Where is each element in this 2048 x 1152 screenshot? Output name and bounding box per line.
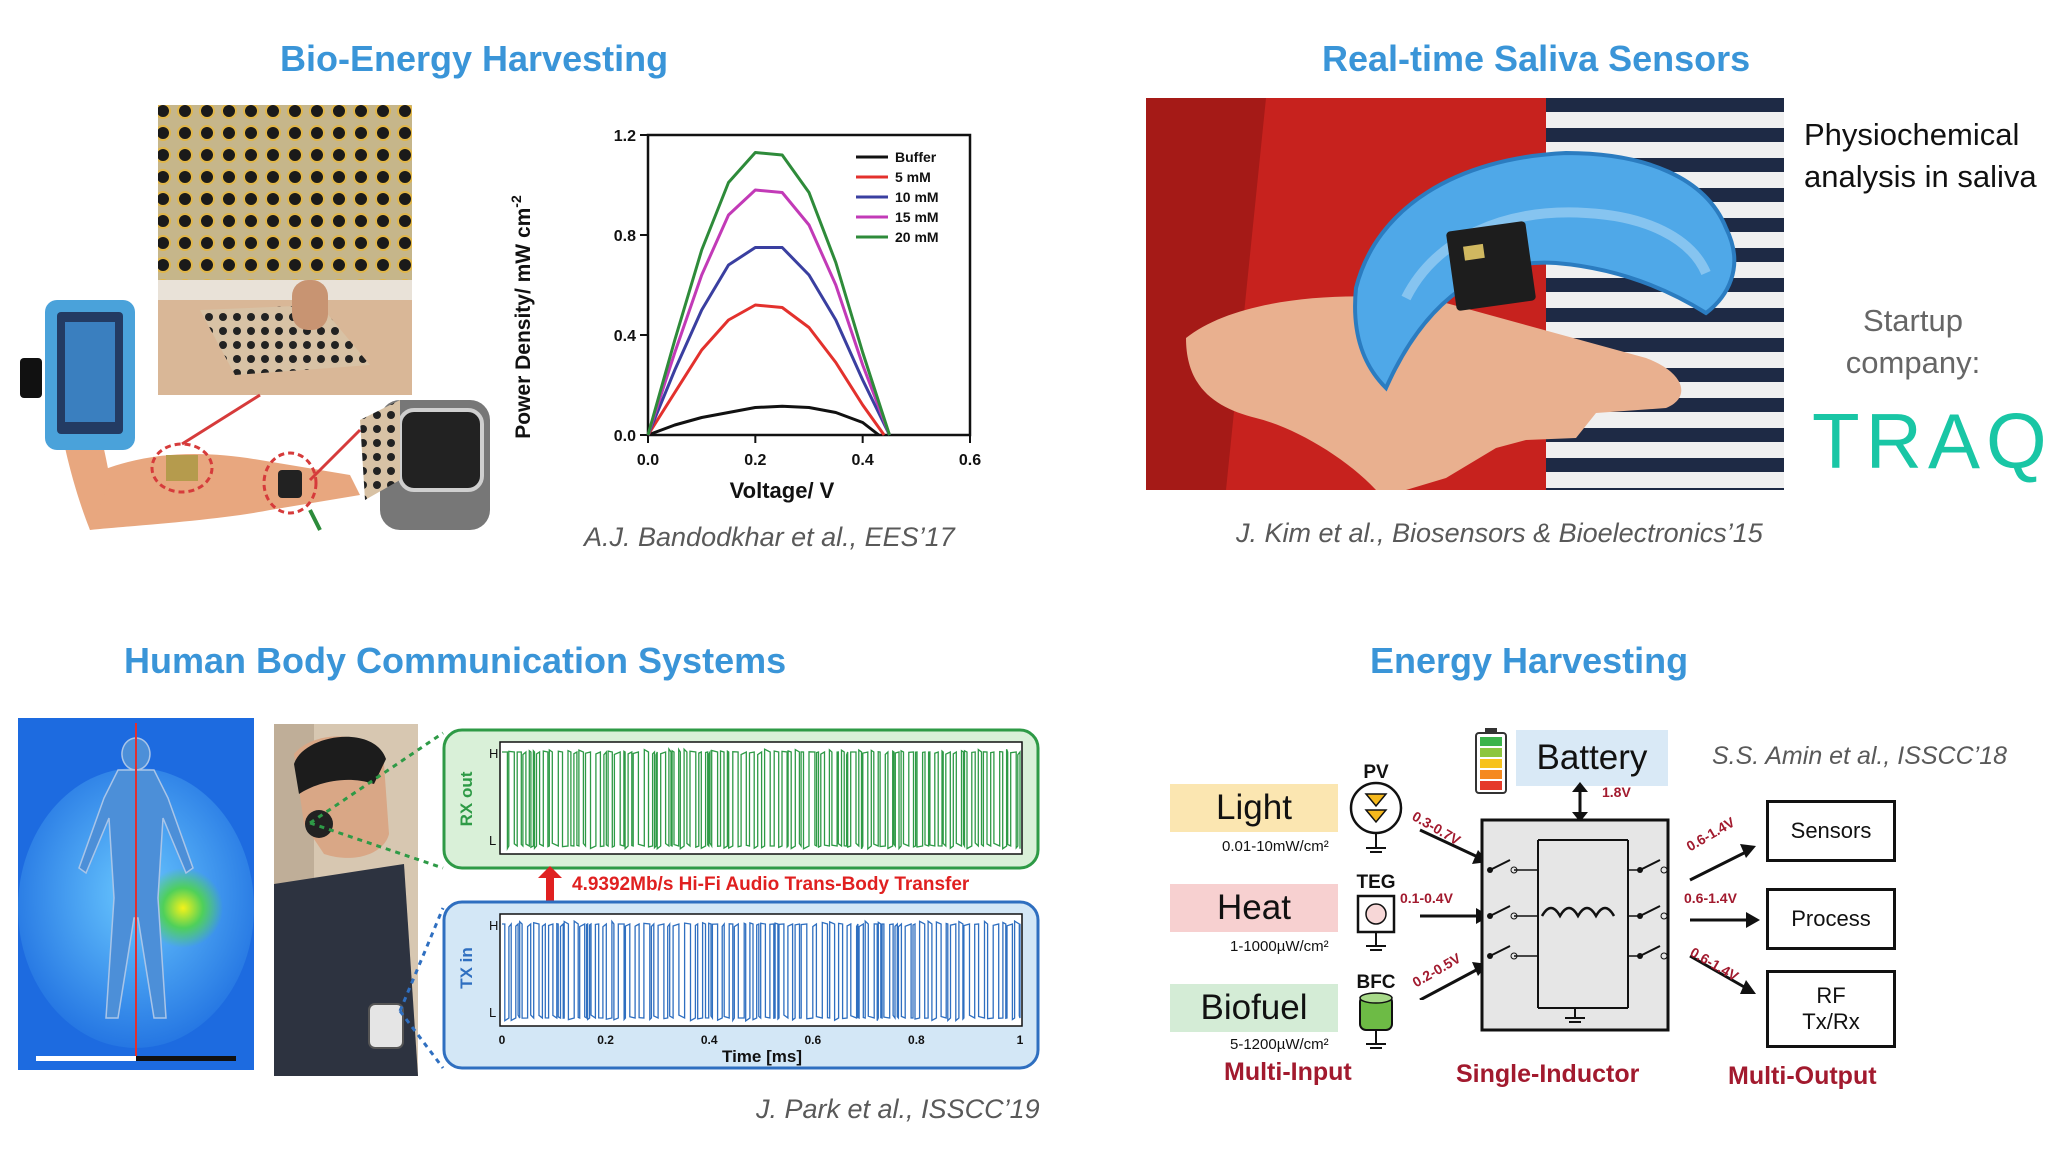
source-biofuel: Biofuel — [1170, 984, 1338, 1032]
traq-logo: TRAQ — [1812, 397, 2048, 485]
output-rf-line2: Tx/Rx — [1802, 1009, 1860, 1034]
chart-series-line — [646, 303, 886, 436]
bfc-tag: BFC — [1356, 972, 1395, 993]
time-axis-label: Time [ms] — [722, 1047, 802, 1066]
output-sensors: Sensors — [1766, 800, 1896, 862]
heading-saliva: Real-time Saliva Sensors — [1322, 38, 1751, 79]
output-rf-line1: RF — [1816, 983, 1846, 1008]
arm-illustration — [80, 454, 360, 530]
chart-series-line — [646, 151, 891, 436]
chart-y-label-sup: -2 — [508, 195, 524, 208]
multi-input-label: Multi-Input — [1224, 1058, 1352, 1086]
transfer-arrow — [538, 866, 562, 904]
heading-hbc: Human Body Communication Systems — [124, 640, 787, 681]
chart-legend-label: 5 mM — [895, 169, 931, 185]
source-light-range: 0.01-10mW/cm² — [1222, 838, 1329, 855]
time-tick-label: 0.2 — [597, 1033, 614, 1047]
source-heat: Heat — [1170, 884, 1338, 932]
battery-voltage: 1.8V — [1602, 784, 1631, 800]
transducer-icons: PV TEG BFC — [1349, 762, 1403, 1049]
power-density-chart: 0.0 0.4 0.8 1.2 0.0 0.2 0.4 0.6 Buffer 5 mM 10 m… — [508, 128, 981, 503]
startup-label-line1: Startup — [1863, 303, 1963, 338]
chart-x-tick-label: 0.2 — [744, 452, 766, 469]
chart-y-tick-label: 0.8 — [614, 228, 636, 245]
rx-h-label: H — [489, 746, 498, 761]
chart-x-tick-label: 0.0 — [637, 452, 659, 469]
chart-y-tick-label: 1.2 — [614, 128, 636, 145]
multi-output-label: Multi-Output — [1728, 1062, 1877, 1090]
pv-icon — [1349, 781, 1403, 835]
heading-bio-energy: Bio-Energy Harvesting — [280, 38, 669, 79]
startup-label-line2: company: — [1845, 345, 1981, 380]
citation-saliva: J. Kim et al., Biosensors & Bioelectroni… — [1236, 518, 1763, 548]
battery-box: Battery — [1516, 730, 1668, 786]
battery-icon — [1475, 728, 1507, 794]
chart-legend-label: 10 mM — [895, 189, 939, 205]
body-field-simulation — [18, 718, 254, 1070]
output-process: Process — [1766, 888, 1896, 950]
chart-plot-area — [646, 133, 972, 437]
teg-tag: TEG — [1356, 872, 1395, 893]
heat-voltage: 0.1-0.4V — [1400, 890, 1453, 906]
electrode-closeup — [158, 105, 412, 280]
output-arrows — [1689, 844, 1760, 994]
rx-waveform — [502, 746, 1021, 851]
source-light: Light — [1170, 784, 1338, 832]
saliva-sensor-photo — [1146, 98, 1784, 490]
handheld-device — [368, 1003, 404, 1049]
mouthguard-sensor — [1353, 150, 1737, 392]
startup-label: Startup company: — [1828, 300, 1998, 384]
sensor-chip — [1446, 221, 1536, 311]
rx-l-label: L — [489, 833, 496, 848]
tx-waveform — [502, 919, 1021, 1023]
chart-y-tick-label: 0.4 — [614, 328, 636, 345]
inductor-symbol — [1540, 906, 1616, 919]
single-inductor-label: Single-Inductor — [1456, 1060, 1640, 1088]
tx-h-label: H — [489, 918, 498, 933]
chart-x-tick-label: 0.6 — [959, 452, 981, 469]
pv-tag: PV — [1363, 762, 1389, 783]
chart-series-line — [646, 246, 891, 436]
saliva-description-line1: Physiochemical — [1804, 117, 2020, 152]
rx-out-panel: RX out H L — [442, 728, 1040, 870]
saliva-description: Physiochemical analysis in saliva — [1804, 114, 2037, 198]
tx-in-panel: TX in H L 0 0.2 0.4 0.6 0.8 1 Time [ms] — [442, 900, 1040, 1070]
battery-bus-arrow — [1572, 782, 1588, 822]
saliva-description-line2: analysis in saliva — [1804, 159, 2037, 194]
bio-energy-photo — [20, 105, 490, 531]
citation-energy: S.S. Amin et al., ISSCC’18 — [1712, 742, 2008, 770]
source-biofuel-range: 5-1200µW/cm² — [1230, 1036, 1329, 1053]
source-heat-range: 1-1000µW/cm² — [1230, 938, 1329, 955]
tx-l-label: L — [489, 1005, 496, 1020]
hbc-connectors — [309, 731, 445, 1069]
simo-converter — [1480, 818, 1670, 1032]
time-tick-label: 0 — [499, 1033, 506, 1047]
chart-y-tick-label: 0.0 — [614, 428, 636, 445]
time-tick-label: 0.8 — [908, 1033, 925, 1047]
chart-series-line — [646, 188, 891, 436]
output-rf: RF Tx/Rx — [1766, 970, 1896, 1048]
arm-patch-marker — [150, 442, 214, 494]
wrist-watch-marker — [262, 451, 318, 515]
process-voltage: 0.6-1.4V — [1684, 890, 1737, 906]
earphone — [305, 810, 333, 838]
hand — [1186, 296, 1682, 490]
heading-energy: Energy Harvesting — [1370, 640, 1689, 681]
citation-bio-energy: A.J. Bandodkhar et al., EES’17 — [584, 522, 955, 552]
rx-out-label: RX out — [457, 771, 476, 826]
person-wearing-earphone — [274, 724, 418, 1076]
chart-legend-label: Buffer — [895, 149, 937, 165]
chart-legend-label: 20 mM — [895, 229, 939, 245]
chart-legend-label: 15 mM — [895, 209, 939, 225]
chart-x-label: Voltage/ V — [730, 478, 835, 503]
chart-y-label: Power Density/ mW cm-2 — [508, 195, 535, 439]
chart-series-line — [647, 404, 880, 437]
tx-in-label: TX in — [457, 947, 476, 989]
transfer-label: 4.9392Mb/s Hi-Fi Audio Trans-Body Transf… — [572, 874, 970, 895]
citation-hbc: J. Park et al., ISSCC’19 — [756, 1094, 1040, 1124]
time-tick-label: 0.6 — [804, 1033, 821, 1047]
time-tick-label: 0.4 — [701, 1033, 718, 1047]
chart-x-tick-label: 0.4 — [852, 452, 874, 469]
time-tick-label: 1 — [1017, 1033, 1024, 1047]
